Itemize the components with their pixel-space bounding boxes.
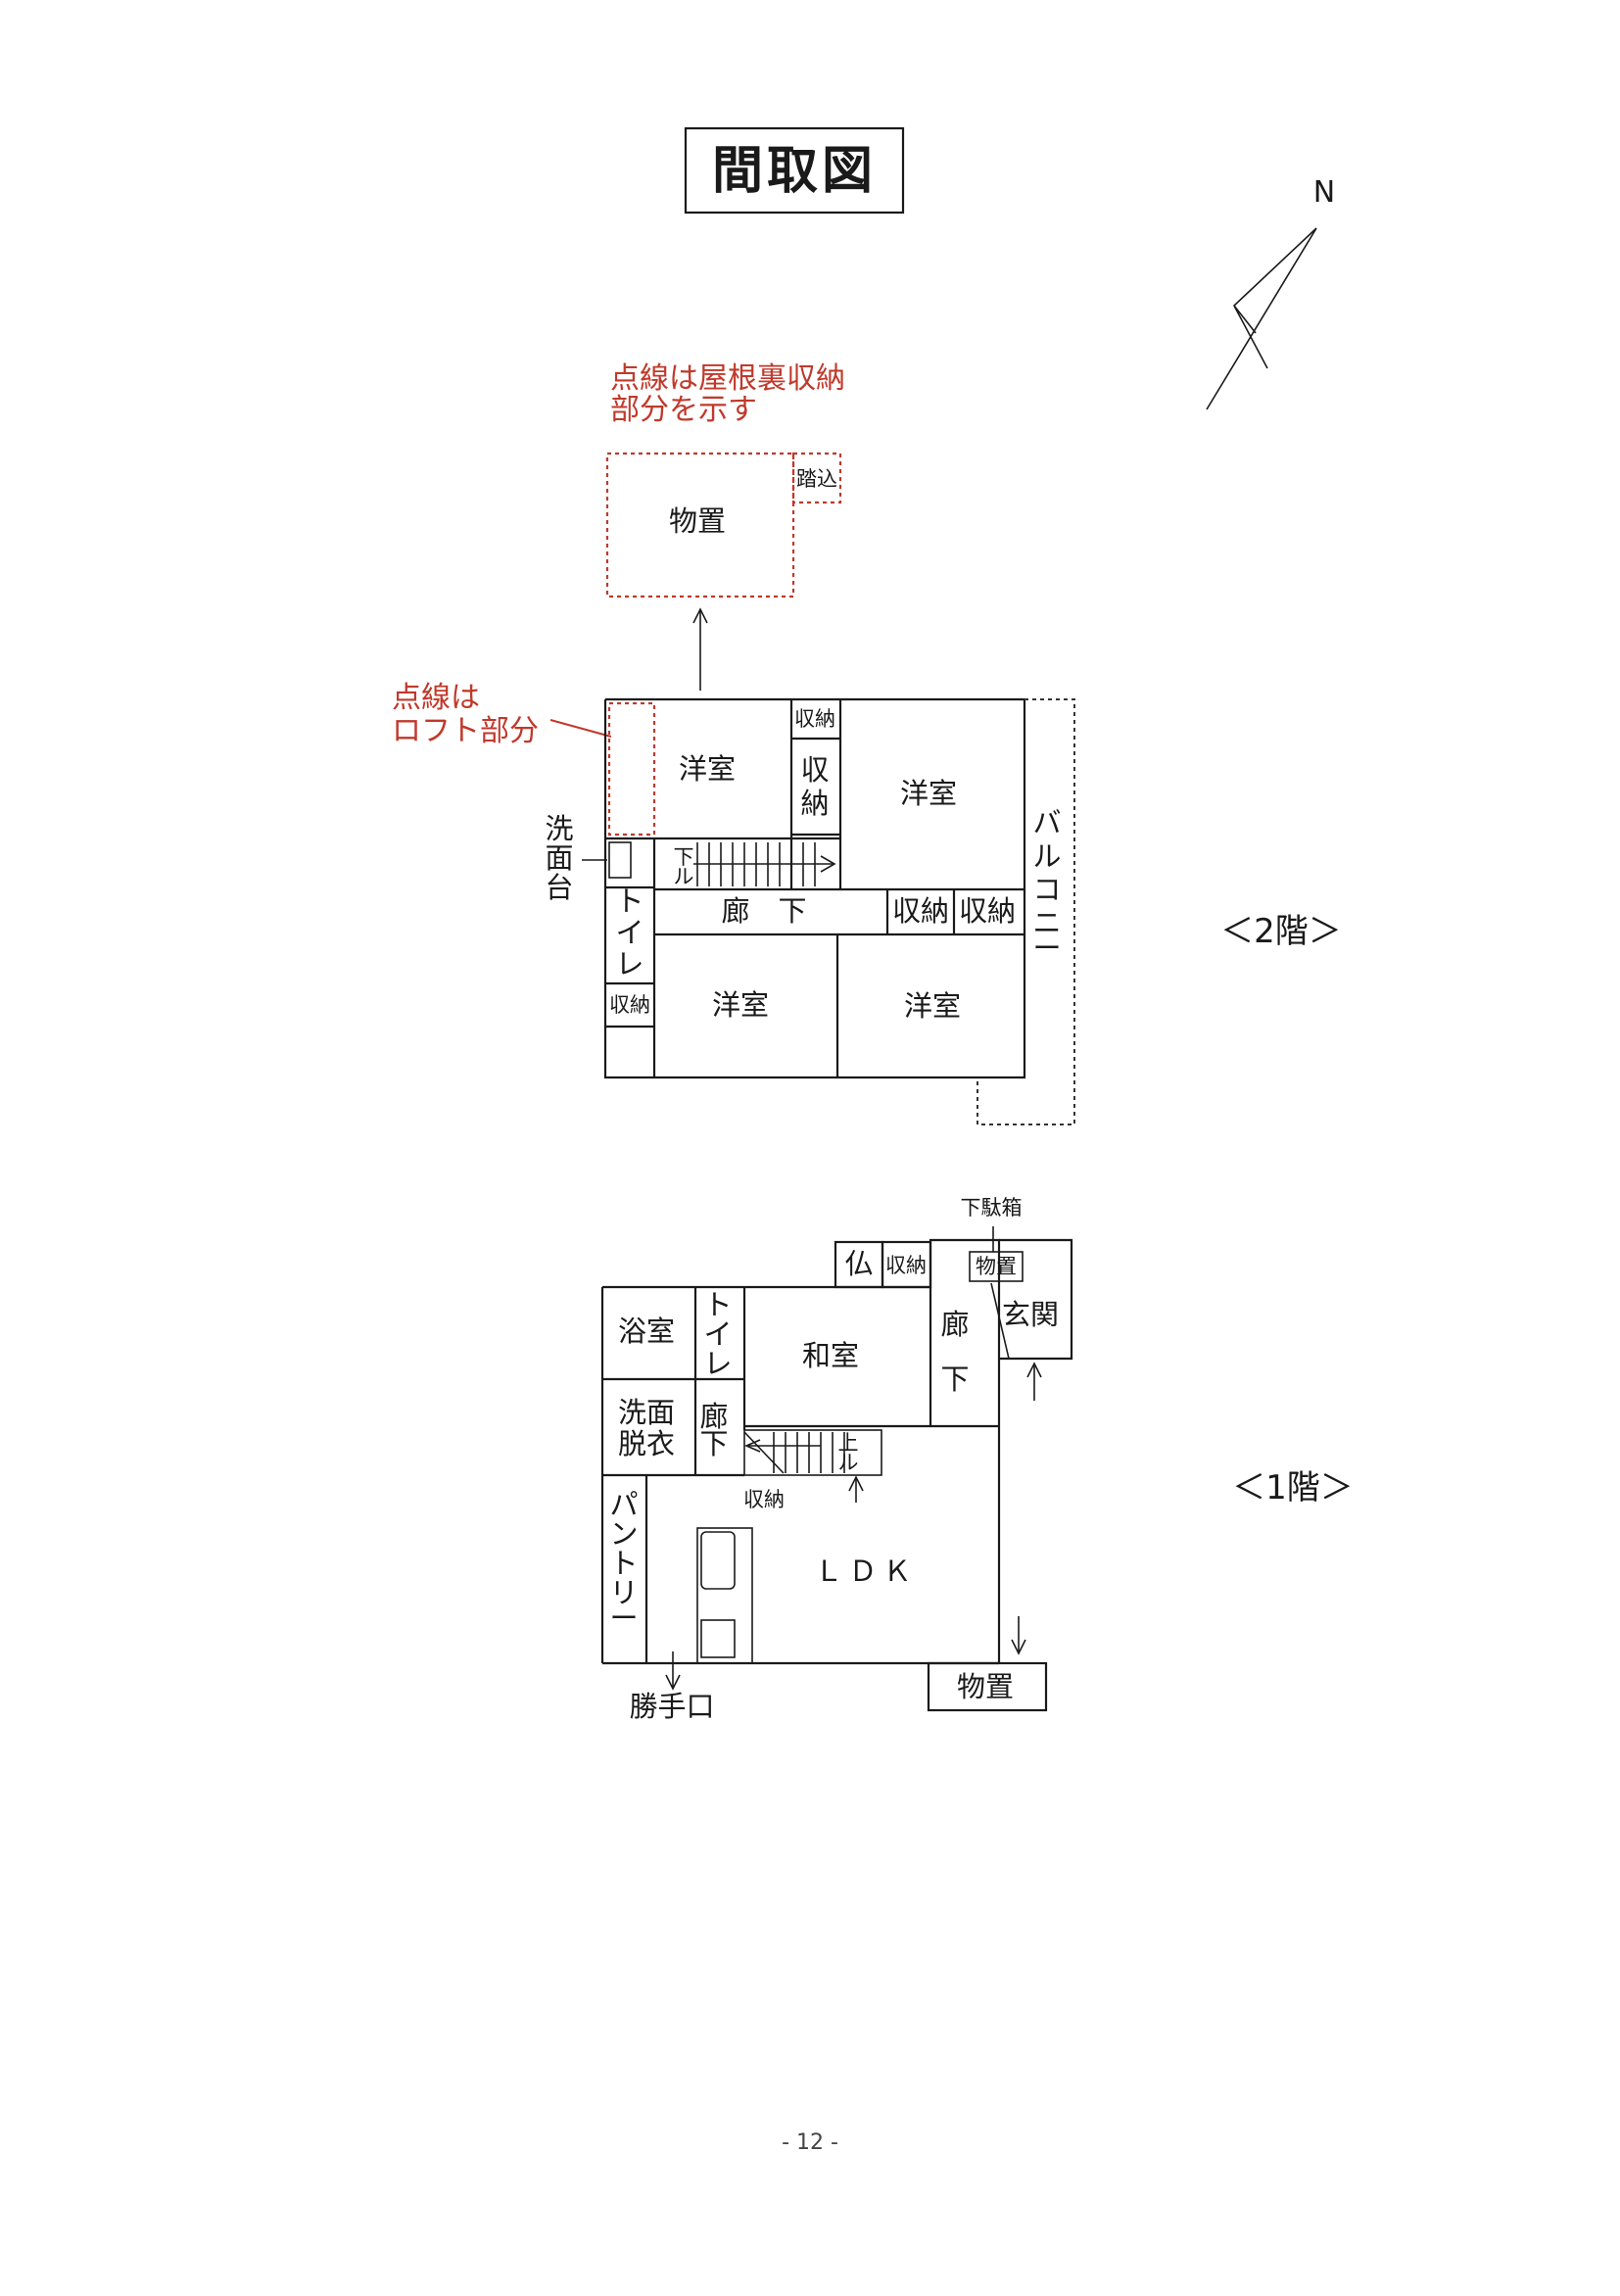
floor2-closet-tall-char2: 納 xyxy=(800,787,829,820)
floor2-balcony-label: バ ル コ ニ ー xyxy=(1032,806,1061,965)
floor1-corridor-left-char1: 廊 xyxy=(699,1400,728,1433)
svg-text:ー: ー xyxy=(609,1602,638,1635)
page-number: - 12 - xyxy=(782,2130,838,2155)
floor2-closet-tall-char1: 収 xyxy=(800,753,829,787)
svg-text:レ: レ xyxy=(703,1347,732,1380)
floor-1-plan xyxy=(600,1226,1073,1712)
floor2-stairs xyxy=(693,842,836,886)
floor1-toilet-label: ト イ レ xyxy=(703,1288,732,1380)
svg-text:イ: イ xyxy=(703,1317,732,1351)
loft-note-line1: 点線は xyxy=(392,681,480,715)
floor1-shoe-box: 下駄箱 xyxy=(961,1196,1023,1220)
floor2-label: ＜2階＞ xyxy=(1220,912,1342,951)
floor1-stair-char1: 上 xyxy=(838,1431,859,1455)
floor1-outdoor-storage: 物置 xyxy=(957,1670,1014,1703)
floor2-room-ne: 洋室 xyxy=(900,777,957,810)
svg-text:ン: ン xyxy=(609,1517,638,1551)
attic-step-outline xyxy=(791,452,842,504)
floor1-washroom-line1: 洗面 xyxy=(618,1396,675,1429)
floor1-washroom-line2: 脱衣 xyxy=(618,1427,675,1460)
title-box xyxy=(684,126,905,215)
attic-step-label: 踏込 xyxy=(796,467,837,491)
floor2-closet-hall1: 収納 xyxy=(892,894,949,928)
loft-outline xyxy=(607,701,656,837)
floor2-closet-hall2: 収納 xyxy=(959,894,1016,928)
north-label: N xyxy=(1313,175,1335,210)
attic-storage-label: 物置 xyxy=(669,504,726,538)
floor1-stair-char2: ル xyxy=(838,1451,859,1474)
svg-text:イ: イ xyxy=(615,916,643,949)
svg-text:パ: パ xyxy=(609,1488,638,1521)
floor1-entrance: 玄関 xyxy=(1002,1298,1059,1331)
floor1-back-door: 勝手口 xyxy=(629,1690,714,1723)
north-arrow-icon: N xyxy=(1206,175,1335,410)
loft-note-leader xyxy=(549,719,612,738)
floor2-corridor: 廊 下 xyxy=(721,894,806,928)
attic-note-line1: 点線は屋根裏収納 xyxy=(610,361,845,396)
floor1-stairs xyxy=(743,1431,845,1474)
svg-text:コ: コ xyxy=(1032,873,1061,906)
floor1-corridor-left-char2: 下 xyxy=(699,1427,728,1460)
floor-2-plan xyxy=(582,697,1075,1125)
floor1-japanese-room: 和室 xyxy=(802,1339,859,1372)
svg-text:ー: ー xyxy=(1032,932,1061,965)
svg-text:ト: ト xyxy=(703,1288,732,1321)
svg-text:ト: ト xyxy=(615,885,643,918)
floor1-bath: 浴室 xyxy=(618,1315,675,1348)
floor2-sink-char3: 台 xyxy=(545,871,573,904)
floor2-toilet-label: ト イ レ xyxy=(615,885,643,981)
floor1-pantry-label: パ ン ト リ ー xyxy=(609,1488,638,1635)
svg-text:バ: バ xyxy=(1032,806,1061,839)
floor2-closet-sw: 収納 xyxy=(609,993,650,1017)
floor2-room-nw: 洋室 xyxy=(679,752,736,786)
attic-note-line2: 部分を示す xyxy=(610,393,757,427)
balcony-outline xyxy=(977,698,1075,1125)
floor2-stair-char2: ル xyxy=(674,865,694,888)
svg-text:ル: ル xyxy=(1032,839,1061,873)
svg-text:レ: レ xyxy=(615,947,643,981)
loft-note-line2: ロフト部分 xyxy=(392,714,539,748)
floor1-ldk: ＬＤＫ xyxy=(814,1555,917,1588)
floor2-stair-char1: 下 xyxy=(674,845,694,869)
floor2-closet-small: 収納 xyxy=(794,707,835,731)
floor1-corridor-right-char1: 廊 xyxy=(940,1308,969,1341)
floor1-altar: 仏 xyxy=(844,1247,873,1280)
svg-text:ト: ト xyxy=(609,1547,638,1580)
floor2-sink-char2: 面 xyxy=(545,841,573,875)
svg-text:リ: リ xyxy=(609,1576,638,1609)
floor2-sink-char1: 洗 xyxy=(545,812,573,845)
floor1-closet-top: 収納 xyxy=(885,1254,927,1277)
floor1-corridor-right-char2: 下 xyxy=(940,1363,969,1396)
floor1-closet-stair: 収納 xyxy=(743,1488,785,1511)
floor1-entry-storage: 物置 xyxy=(976,1255,1017,1278)
page-title: 間取図 xyxy=(712,142,877,201)
floor1-label: ＜1階＞ xyxy=(1232,1468,1354,1507)
floor2-room-sw: 洋室 xyxy=(712,988,769,1022)
floor2-room-se: 洋室 xyxy=(904,989,961,1023)
svg-text:ニ: ニ xyxy=(1032,906,1061,939)
